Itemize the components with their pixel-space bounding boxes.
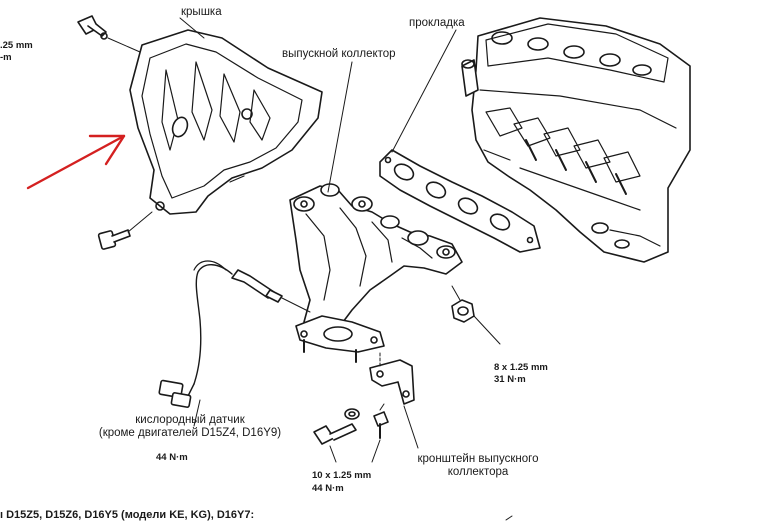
cut-off-glyph <box>505 515 513 521</box>
label-oxygen-sensor-line2: (кроме двигателей D15Z4, D16Y9) <box>98 427 282 439</box>
spec-bolt-torque: 44 N·m <box>312 483 344 494</box>
oxygen-sensor <box>158 260 311 408</box>
label-oxygen-sensor: кислородный датчик (кроме двигателей D15… <box>60 414 320 440</box>
exhaust-manifold <box>289 183 463 363</box>
label-oxygen-sensor-line1: кислородный датчик <box>135 414 245 426</box>
spec-nut-torque: 31 N·m <box>494 374 526 385</box>
engine-applicability-note: ı D15Z5, D15Z6, D16Y5 (модели KE, KG), D… <box>0 509 255 521</box>
spec-nut-size: 8 x 1.25 mm <box>494 362 548 373</box>
label-bracket-line1: кронштейн выпускного <box>417 453 539 465</box>
spec-cover-bolt-torque: -m <box>0 52 12 63</box>
label-cover: крышка <box>181 6 222 18</box>
engine-cylinder-head <box>461 17 691 263</box>
red-arrow <box>26 134 126 190</box>
bracket-bolt <box>313 403 389 463</box>
cover-top-bolt <box>77 15 141 53</box>
spec-sensor-torque: 44 N·m <box>156 452 188 463</box>
manifold-gasket <box>379 149 541 253</box>
label-bracket-line2: коллектора <box>447 466 509 478</box>
label-exhaust-manifold: выпускной коллектор <box>282 48 396 60</box>
cover-bottom-bolt <box>97 211 153 250</box>
label-gasket: прокладка <box>409 17 465 29</box>
leader-lines <box>179 17 457 449</box>
spec-bolt-size: 10 x 1.25 mm <box>312 470 372 481</box>
manifold-nut <box>451 285 501 345</box>
manifold-bracket <box>369 351 415 405</box>
spec-cover-bolt-size: .25 mm <box>0 40 33 51</box>
heat-shield-cover <box>129 29 323 215</box>
label-manifold-bracket: кронштейн выпускного коллектора <box>398 453 558 479</box>
